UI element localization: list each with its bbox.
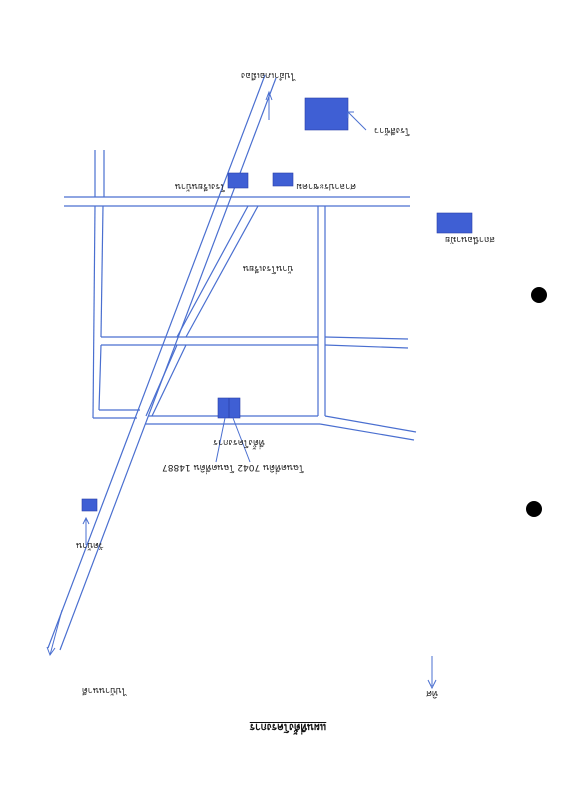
label-pointers <box>82 111 437 690</box>
diag-road-b <box>185 205 259 338</box>
label-school-a: โรงเรียนบ้าน <box>175 181 225 192</box>
bottom-road-far-b <box>319 423 415 441</box>
left-road-inner <box>100 205 104 338</box>
south-road-arrow <box>49 609 63 656</box>
punch-hole-bottom <box>526 501 542 517</box>
rice-mill-building <box>304 97 349 131</box>
main-road-left <box>47 74 266 649</box>
diag-road-c <box>145 344 178 417</box>
label-road-south: ไปบ้านนาดี <box>82 685 127 696</box>
map-title: แผนที่ตั้งโครงการ <box>249 721 326 735</box>
map-labels: ไปอำเภอเมือง โรงสีข้าว โรงเรียนบ้าน ศาลา… <box>76 70 495 735</box>
south-road-arrowhead <box>46 646 56 657</box>
temple-pointer-head <box>82 516 90 525</box>
rice-mill-pointer-head <box>347 111 354 118</box>
label-temple: วัดบ้าน <box>76 540 104 551</box>
label-project-line1: ที่ตั้งโครงการ <box>213 437 265 450</box>
diag-road-a <box>176 205 249 338</box>
school-a-building <box>227 172 249 189</box>
project-pointer-a <box>215 417 226 463</box>
temple-building <box>81 498 98 512</box>
punch-hole-top <box>531 287 547 303</box>
north-road-arrowhead <box>265 90 273 101</box>
mid-road-east-upper <box>324 336 409 340</box>
school-b-building <box>272 172 294 187</box>
label-office: สถานีอนามัย <box>445 234 495 245</box>
diag-road-d <box>151 344 187 417</box>
punch-holes <box>526 287 547 517</box>
bottom-road-far-a <box>324 415 417 433</box>
label-north: ทิศ <box>426 688 438 699</box>
mid-road-east-lower <box>324 344 409 349</box>
label-school-b: ศาลาประชาคม <box>296 181 356 191</box>
road-arrows <box>46 90 273 657</box>
office-building <box>436 212 473 234</box>
north-arrow-head <box>427 679 437 690</box>
road-network <box>47 74 417 651</box>
left-road-outer <box>92 205 96 419</box>
left-road-inner-lower <box>98 344 102 411</box>
label-project-line2: โฉนดที่ดิน 7042 โฉนดที่ดิน 14887 <box>162 462 304 475</box>
main-road-right <box>59 77 277 651</box>
buildings <box>81 97 473 512</box>
project-pointer-b <box>232 417 251 463</box>
label-village-school: บ้านโรงเรียน <box>243 263 293 274</box>
rice-mill-pointer <box>347 111 367 131</box>
label-road-north: ไปอำเภอเมือง <box>241 70 296 81</box>
label-rice-mill: โรงสีข้าว <box>374 125 410 136</box>
